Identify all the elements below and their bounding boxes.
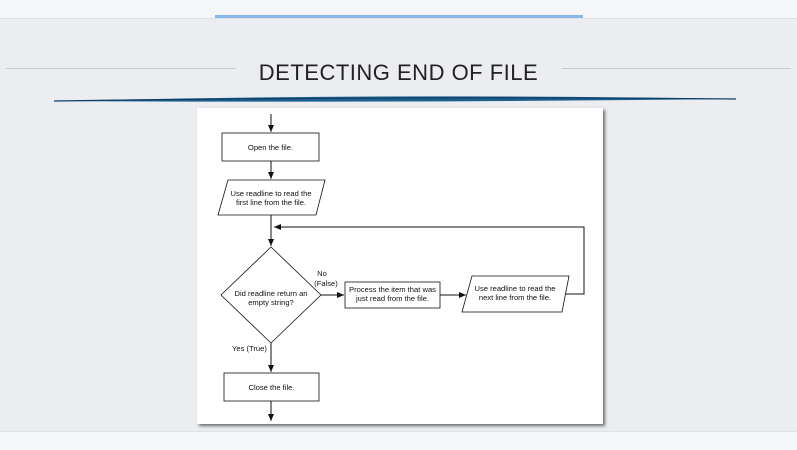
process-item-box xyxy=(344,281,441,309)
no-label: No xyxy=(317,269,327,278)
read-first-line-label-2: first line from the file. xyxy=(236,198,306,207)
read-next-line-label: Use readline to read the xyxy=(474,284,555,293)
close-file-label: Close the file. xyxy=(248,383,294,392)
read-first-line-label: Use readline to read the xyxy=(230,189,311,198)
bottom-band xyxy=(0,431,797,450)
no-label-2: (False) xyxy=(314,279,338,288)
title-rule-right xyxy=(562,68,791,69)
yes-label: Yes (True) xyxy=(232,344,267,353)
read-next-line-box xyxy=(461,275,570,313)
open-file-label: Open the file. xyxy=(248,143,293,152)
top-accent-bar xyxy=(215,15,583,18)
title-rule-left xyxy=(6,68,236,69)
top-band xyxy=(0,0,797,19)
open-file-box xyxy=(221,132,320,162)
title-swoosh xyxy=(53,96,737,102)
slide-title: DETECTING END OF FILE xyxy=(258,60,539,85)
decision-label: Did readline return an xyxy=(234,289,307,298)
flowchart-diagram: Open the file. Use readline to read the … xyxy=(217,114,585,421)
read-first-line-box xyxy=(217,179,326,216)
read-next-line-label-2: next line from the file. xyxy=(479,293,551,302)
decision-label-2: empty string? xyxy=(248,298,294,307)
loop-back-arrow xyxy=(274,224,585,295)
process-item-label: Process the item that was xyxy=(349,285,436,294)
process-item-label-2: just read from the file. xyxy=(355,294,429,303)
flowchart-figure: Open the file. Use readline to read the … xyxy=(197,108,603,424)
